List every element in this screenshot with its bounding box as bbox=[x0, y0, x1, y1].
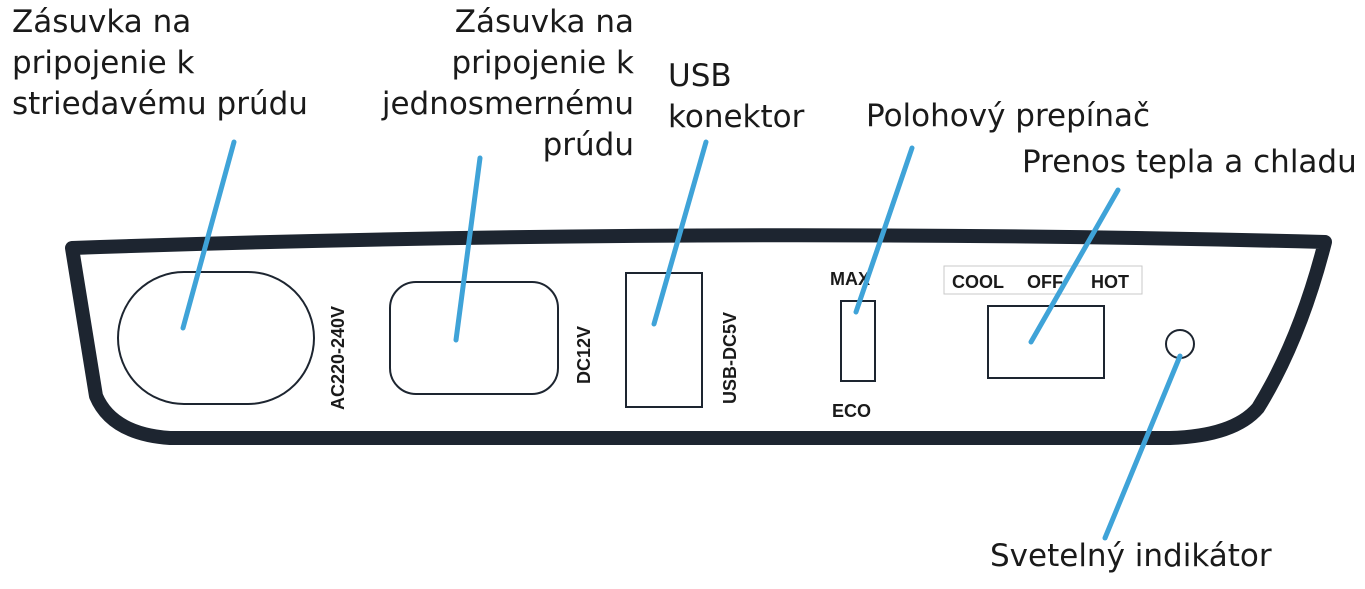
callout-dc-socket: Zásuvka na pripojenie k jednosmernému pr… bbox=[368, 2, 634, 166]
callout-switch: Polohový prepínač bbox=[866, 96, 1150, 137]
callout-usb: USB konektor bbox=[668, 56, 804, 138]
leader-line-usb bbox=[651, 139, 709, 327]
panel-outline bbox=[65, 228, 1332, 445]
usb-port bbox=[625, 272, 703, 408]
eco-label: ECO bbox=[832, 401, 871, 421]
dc-voltage-label: DC12V bbox=[574, 326, 594, 384]
leader-line-dc bbox=[453, 155, 483, 343]
mode-label-strip bbox=[943, 265, 1143, 295]
callout-line: Zásuvka na bbox=[454, 4, 634, 40]
usb-voltage-label: USB-DC5V bbox=[720, 312, 740, 404]
ac-voltage-label: AC220-240V bbox=[328, 306, 348, 410]
callout-line: Zásuvka na bbox=[12, 4, 192, 40]
off-label: OFF bbox=[1027, 272, 1063, 292]
hot-label: HOT bbox=[1091, 272, 1129, 292]
dc-socket bbox=[389, 281, 559, 395]
leader-line-heat-cool bbox=[1028, 187, 1121, 345]
cool-label: COOL bbox=[952, 272, 1004, 292]
max-label: MAX bbox=[830, 269, 870, 289]
callout-line: striedavému prúdu bbox=[12, 86, 308, 122]
callout-line: pripojenie k bbox=[12, 45, 195, 81]
callout-line: Prenos tepla a chladu bbox=[1022, 144, 1357, 180]
leader-line-ac bbox=[180, 139, 237, 331]
callout-line: USB bbox=[668, 58, 732, 94]
heat-cool-switch bbox=[987, 305, 1105, 379]
callout-line: konektor bbox=[668, 99, 805, 135]
ac-socket bbox=[117, 271, 315, 405]
leader-line-switch bbox=[853, 145, 915, 315]
callout-line: pripojenie k bbox=[451, 45, 634, 81]
callout-line: Polohový prepínač bbox=[866, 98, 1151, 134]
callout-heat-cool: Prenos tepla a chladu bbox=[1022, 142, 1357, 183]
callout-ac-socket: Zásuvka na pripojenie k striedavému prúd… bbox=[12, 2, 308, 125]
callout-indicator: Svetelný indikátor bbox=[990, 536, 1272, 577]
callout-line: jednosmernému bbox=[381, 86, 634, 122]
callout-line: prúdu bbox=[542, 127, 634, 163]
leader-line-indicator bbox=[1102, 353, 1183, 541]
callout-line: Svetelný indikátor bbox=[990, 538, 1272, 574]
